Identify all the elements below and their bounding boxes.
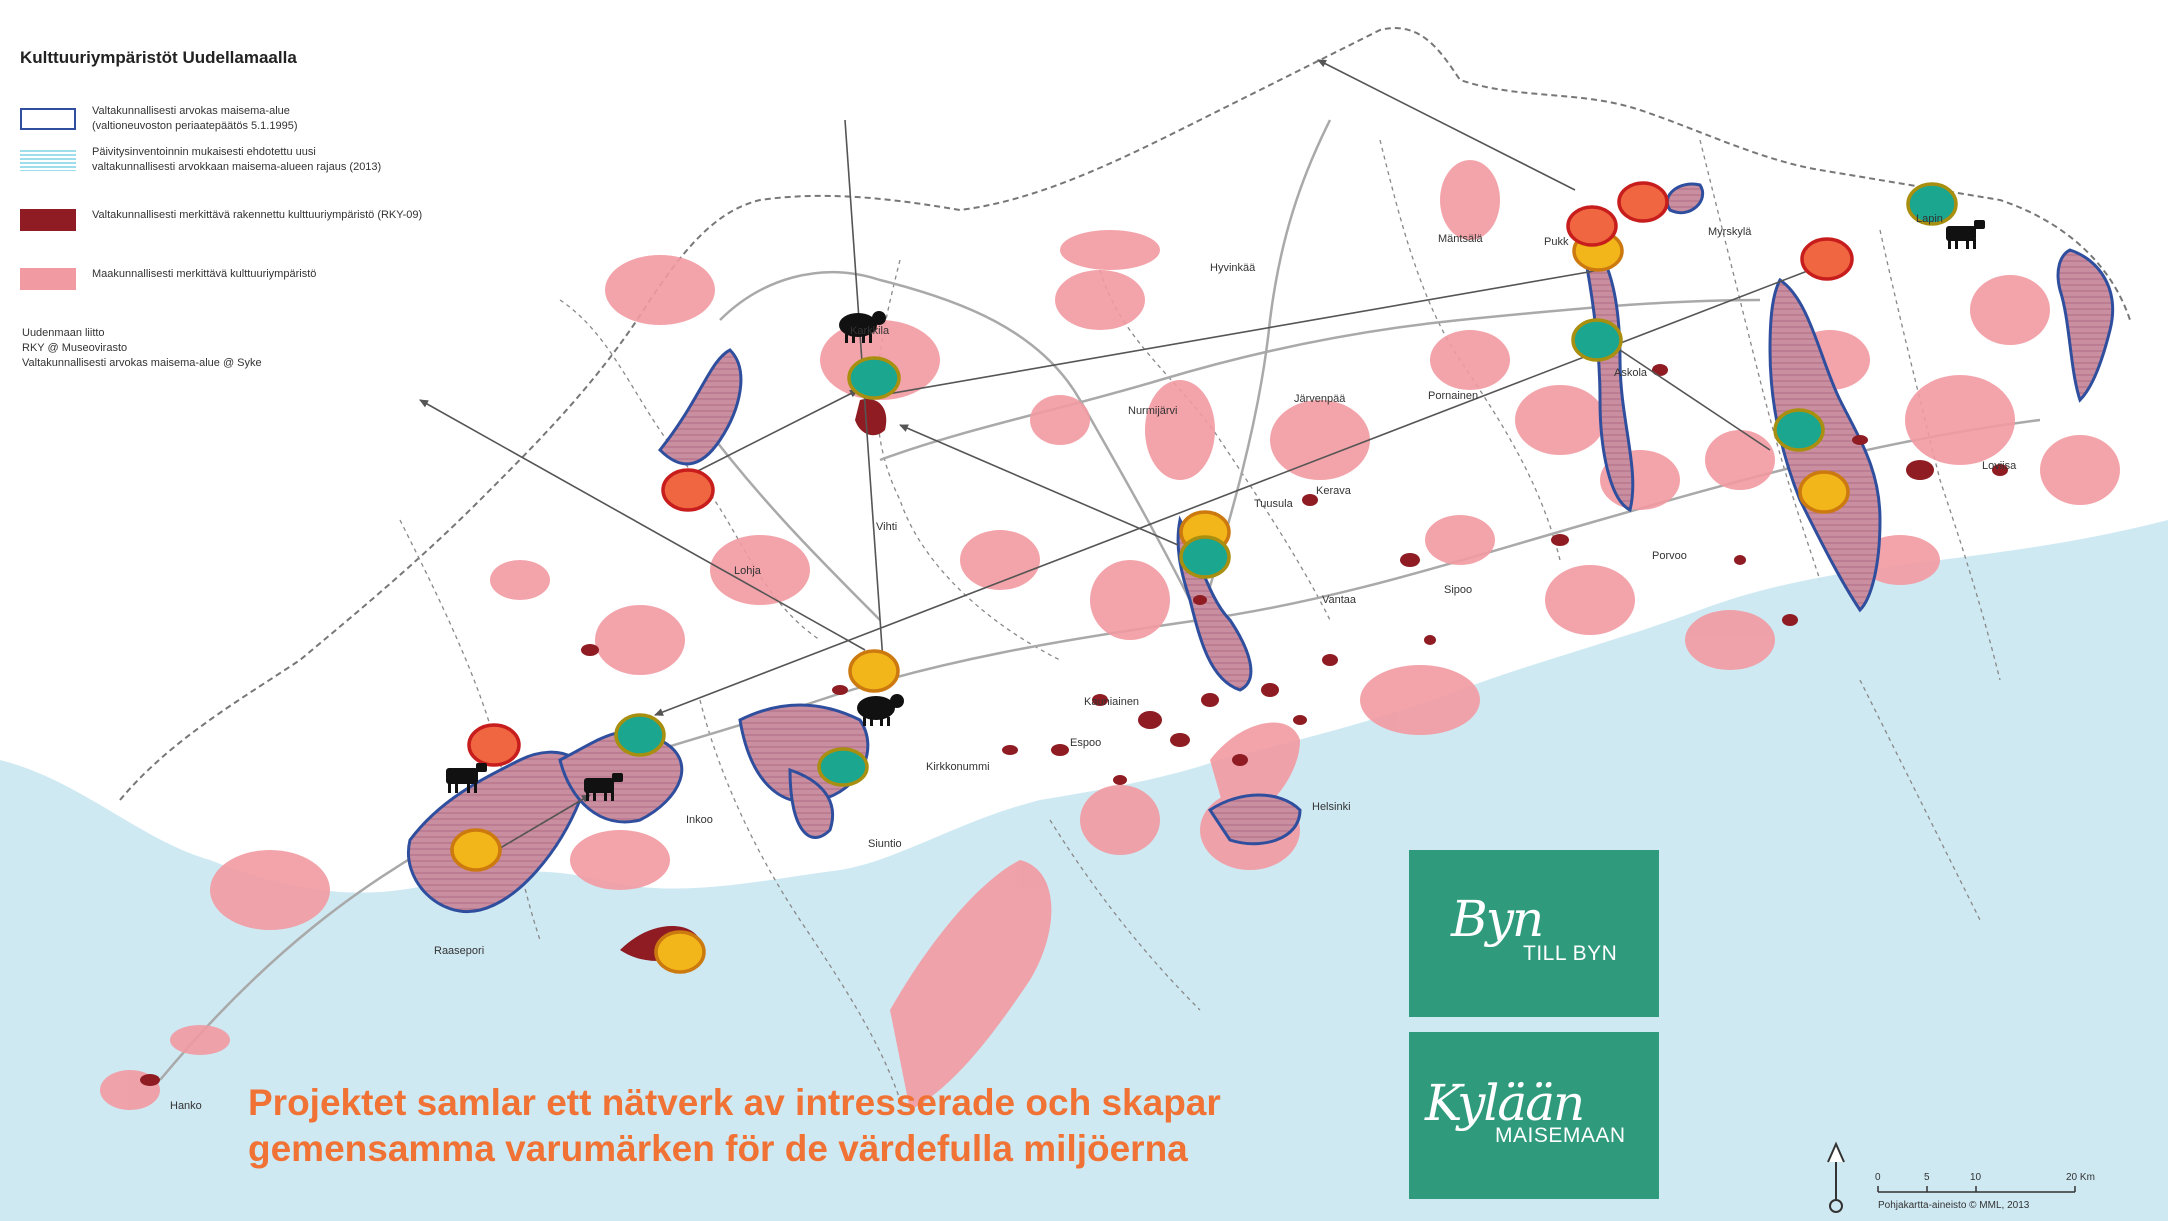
place-label-sipoo: Sipoo <box>1444 584 1473 596</box>
participant-markers <box>450 181 1958 974</box>
credit-line: Valtakunnallisesti arvokas maisema-alue … <box>22 357 262 369</box>
marker-yellow <box>848 649 900 693</box>
place-label-vihti: Vihti <box>876 521 898 533</box>
legend-swatch-built <box>20 209 76 231</box>
marker-red <box>1566 205 1618 247</box>
marker-teal <box>614 713 666 757</box>
marker-teal <box>847 356 901 400</box>
brand-logo-swedish: Byn TILL BYN <box>1409 850 1659 1017</box>
place-label-mantsala: Mäntsälä <box>1438 233 1483 245</box>
marker-yellow <box>1798 470 1850 514</box>
scale-tick-label: 20 Km <box>2066 1172 2095 1183</box>
place-label-kerava: Kerava <box>1316 485 1351 497</box>
brand-caps-text: TILL BYN <box>1523 942 1618 965</box>
marker-yellow <box>450 828 502 872</box>
place-label-kirkkonummi: Kirkkonummi <box>926 761 990 773</box>
legend-title: Kulttuuriympäristöt Uudellamaalla <box>20 48 297 67</box>
legend-label: (valtioneuvoston periaatepäätös 5.1.1995… <box>92 120 298 132</box>
map-credits: Uudenmaan liitto RKY @ Museovirasto Valt… <box>22 326 262 371</box>
brand-script-text: Kylään <box>1425 1074 1585 1132</box>
cow-icon <box>446 763 487 793</box>
place-label-nurmijarvi: Nurmijärvi <box>1128 405 1178 417</box>
marker-teal <box>817 747 869 787</box>
caption: Projektet samlar ett nätverk av intresse… <box>248 1080 1388 1172</box>
place-label-kauniainen: Kauniainen <box>1084 696 1140 708</box>
place-label-lohja: Lohja <box>734 565 761 577</box>
credit-line: Uudenmaan liitto <box>22 327 105 339</box>
place-label-pornainen: Pornainen <box>1428 390 1479 402</box>
legend-swatch-landscape <box>20 108 76 130</box>
marker-red <box>1617 181 1669 223</box>
place-label-pukkila: Pukk <box>1544 236 1569 248</box>
place-label-karkkila: Karkkila <box>850 325 890 337</box>
marker-teal <box>1773 408 1825 452</box>
marker-teal <box>1179 535 1231 579</box>
place-label-siuntio: Siuntio <box>868 838 902 850</box>
marker-red <box>661 468 715 512</box>
marker-teal <box>1571 318 1623 362</box>
sheep-icon <box>857 694 904 726</box>
legend-label: valtakunnallisesti arvokkaan maisema-alu… <box>92 161 382 173</box>
place-label-lapinjarvi: Lapin <box>1916 213 1943 225</box>
place-label-vantaa: Vantaa <box>1322 594 1357 606</box>
scale-bar <box>1877 1186 2076 1193</box>
land-border <box>119 27 2131 801</box>
legend-label: Maakunnallisesti merkittävä kulttuuriymp… <box>92 268 317 280</box>
north-arrow-icon <box>1827 1141 1845 1213</box>
brand-logo-finnish: Kylään MAISEMAAN <box>1409 1032 1659 1199</box>
place-label-hanko: Hanko <box>170 1100 202 1112</box>
marker-red <box>467 723 521 767</box>
sheep-icon <box>839 311 886 343</box>
place-label-tuusula: Tuusula <box>1254 498 1293 510</box>
marker-teal <box>1906 182 1958 226</box>
place-label-askola: Askola <box>1614 367 1648 379</box>
cow-icon <box>584 773 623 801</box>
caption-line-1: Projektet samlar ett nätverk av intresse… <box>248 1082 1221 1123</box>
credit-line: RKY @ Museovirasto <box>22 342 128 354</box>
brand-script-text: Byn <box>1451 890 1544 948</box>
place-label-inkoo: Inkoo <box>686 814 713 826</box>
marker-red <box>1800 237 1854 281</box>
marker-yellow <box>654 930 706 974</box>
scale-tick-label: 5 <box>1924 1172 1930 1183</box>
cow-icon <box>1946 220 1985 249</box>
place-label-raasepori: Raasepori <box>434 945 485 957</box>
place-label-helsinki: Helsinki <box>1312 801 1351 813</box>
scale-tick-label: 10 <box>1970 1172 1982 1183</box>
legend-label: Päivitysinventoinnin mukaisesti ehdotett… <box>92 146 316 158</box>
place-label-porvoo: Porvoo <box>1652 550 1687 562</box>
legend-label: Valtakunnallisesti arvokas maisema-alue <box>92 105 290 117</box>
brand-caps-text: MAISEMAAN <box>1495 1124 1626 1147</box>
place-label-loviisa: Loviisa <box>1982 460 2017 472</box>
scale-tick-label: 0 <box>1875 1172 1881 1183</box>
legend-label: Valtakunnallisesti merkittävä rakennettu… <box>92 209 423 221</box>
legend-swatch-proposed <box>20 149 76 171</box>
place-label-hyvinkaa: Hyvinkää <box>1210 262 1256 274</box>
place-label-espoo: Espoo <box>1070 737 1102 749</box>
legend-swatch-regional <box>20 268 76 290</box>
caption-line-2: gemensamma varumärken för de värdefulla … <box>248 1128 1188 1169</box>
municipal-borders <box>399 139 2001 1101</box>
map-source: Pohjakartta-aineisto © MML, 2013 <box>1878 1200 2030 1211</box>
place-label-myrskyla: Myrskylä <box>1708 226 1752 238</box>
place-label-jarvenpaa: Järvenpää <box>1294 393 1346 405</box>
